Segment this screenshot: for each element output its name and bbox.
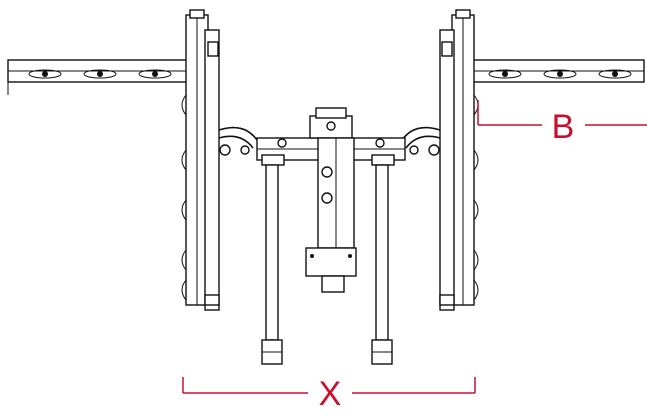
left-upper-arm: [7, 59, 189, 95]
dimension-x-label: X: [319, 375, 342, 413]
left-vertical-frame: [181, 9, 220, 311]
dimension-b-label: B: [552, 108, 575, 146]
right-support-leg: [371, 164, 393, 365]
dimension-b: B: [477, 100, 647, 146]
center-headstock: [305, 107, 357, 293]
dimension-x: X: [182, 375, 476, 413]
right-hydraulic-link: [401, 126, 441, 156]
right-upper-arm: [471, 59, 645, 83]
left-support-leg: [261, 164, 283, 365]
left-hydraulic-link: [218, 126, 258, 156]
right-vertical-frame: [439, 9, 479, 311]
